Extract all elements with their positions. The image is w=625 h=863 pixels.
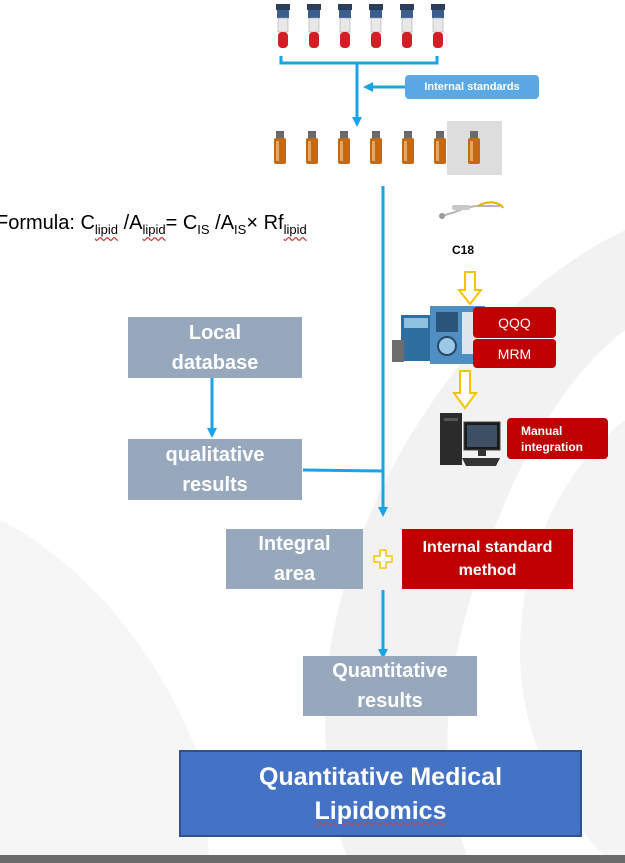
c18-label: C18	[452, 243, 475, 257]
c18-column-icon	[439, 201, 504, 219]
vials-icon	[274, 121, 502, 175]
qqq-box: QQQ	[473, 307, 556, 338]
internal-standards-label: Internal standards	[405, 75, 539, 99]
blood-tubes-icon	[276, 4, 445, 48]
mass-spectrometer-icon	[392, 306, 485, 364]
mrm-box: MRM	[473, 338, 556, 368]
formula-text: Formula: Clipid /Alipid= CIS /AIS× Rflip…	[0, 212, 307, 237]
bottom-bar	[0, 855, 625, 863]
computer-icon	[440, 413, 501, 466]
